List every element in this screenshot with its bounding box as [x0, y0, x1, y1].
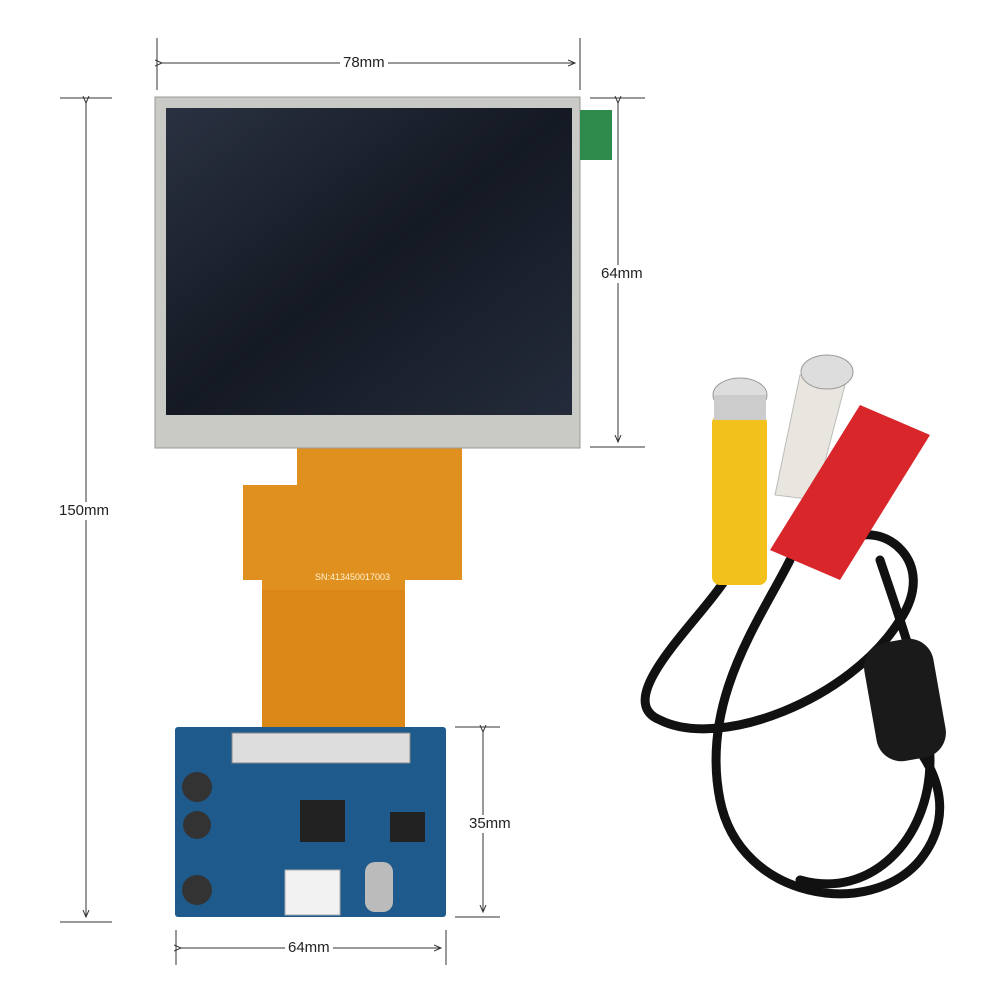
- fpc-ribbon: [243, 447, 462, 730]
- dc-red-connector: [770, 405, 930, 580]
- lcd-tab: [580, 110, 612, 160]
- width-label-78mm: 78mm: [340, 54, 388, 72]
- height-label-150mm: 150mm: [56, 502, 113, 520]
- driver-board: [175, 727, 446, 917]
- rca-yellow-connector: [712, 377, 768, 585]
- lcd-screen: [166, 108, 572, 415]
- cable-splitter: [864, 638, 946, 762]
- fpc-serial: SN:413450017003: [315, 572, 391, 582]
- width-label-64mm: 64mm: [285, 939, 333, 957]
- height-label-64mm: 64mm: [598, 265, 646, 283]
- height-label-35mm: 35mm: [466, 815, 514, 833]
- rca-white-connector: [774, 354, 854, 501]
- av-cable: [640, 530, 945, 899]
